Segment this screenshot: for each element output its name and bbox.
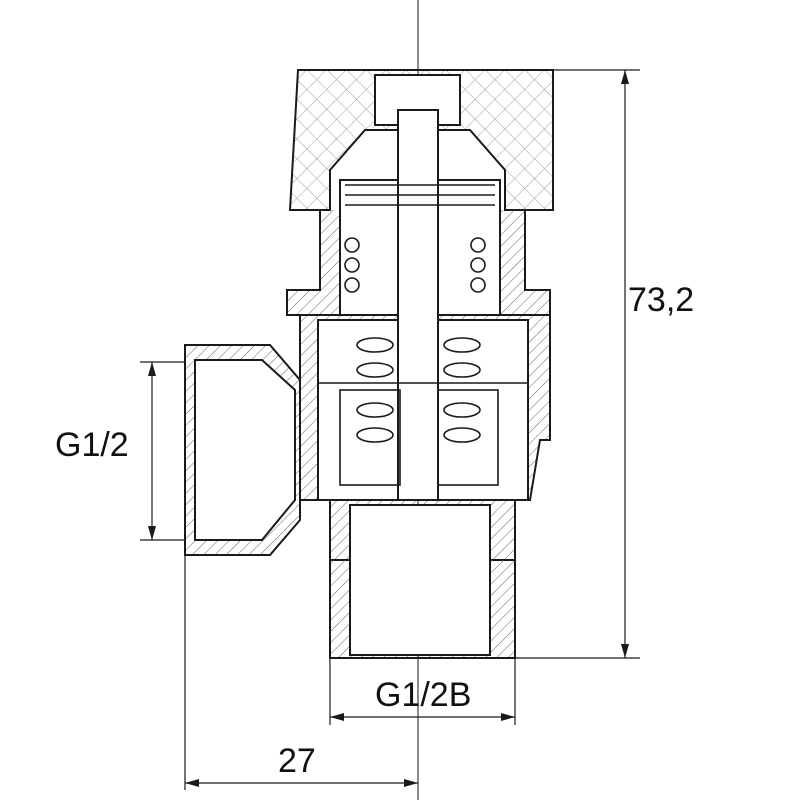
dimension-bottom-thread-label: G1/2B [375,676,472,714]
dimension-height-label: 73,2 [628,281,695,319]
springs [318,184,528,486]
cap [288,69,554,211]
dimension-side-thread-label: G1/2 [55,426,129,464]
dimension-lines [140,69,640,790]
dimension-arrows [148,70,629,787]
stem [397,109,439,501]
dimension-offset-label: 27 [278,742,316,780]
